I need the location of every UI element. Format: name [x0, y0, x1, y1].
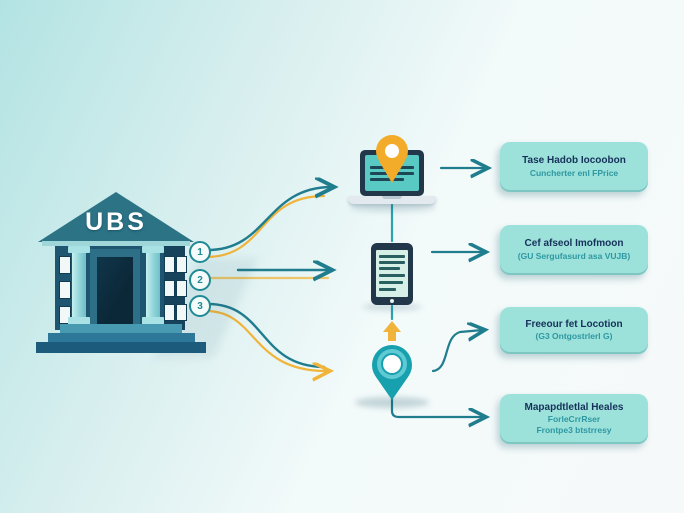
- window: [59, 256, 71, 274]
- bank-step: [60, 324, 182, 333]
- bank-column: [68, 246, 90, 253]
- bank-roof: UBS: [38, 192, 194, 242]
- connector-step3-yellow: [204, 309, 328, 371]
- bank-icon: UBS: [0, 0, 260, 380]
- laptop-shadow: [350, 203, 436, 212]
- pin-shadow: [355, 397, 429, 408]
- laptop-notch: [382, 196, 402, 199]
- info-box-3: Freeour fet Locotion (G3 Ontgostrlerl G): [500, 307, 648, 354]
- step-badge-1: 1: [189, 241, 211, 263]
- window: [164, 280, 175, 297]
- tablet-shadow: [362, 303, 422, 311]
- window: [176, 256, 187, 273]
- tablet-text-line: [379, 288, 396, 291]
- window: [176, 280, 187, 297]
- tablet-text-line: [379, 281, 403, 284]
- connector-step3-teal: [206, 302, 326, 369]
- window: [164, 256, 175, 273]
- bank-door: [97, 257, 133, 330]
- connector-pin-box4: [390, 396, 484, 417]
- info-box-1-subtitle: Cuncherter enl FPrice: [529, 167, 619, 178]
- info-box-2-subtitle: (GU Sergufasurd asa VUJB): [517, 250, 631, 261]
- step-badge-3-label: 3: [197, 300, 203, 312]
- bank-column: [72, 253, 86, 319]
- location-pin-icon: [372, 345, 412, 400]
- window: [164, 304, 175, 321]
- bank-eave: [42, 241, 190, 246]
- info-box-3-subtitle: (G3 Ontgostrlerl G): [535, 331, 613, 342]
- info-box-4: Mapapdtletlal Heales ForleCrrRser Frontp…: [500, 394, 648, 444]
- step-badge-1-label: 1: [197, 246, 203, 258]
- tablet-text-line: [379, 267, 400, 270]
- window: [59, 281, 71, 299]
- bank-name: UBS: [85, 208, 147, 236]
- tablet-text-line: [379, 261, 405, 264]
- bank-step: [48, 333, 195, 342]
- tablet-text-line: [379, 255, 405, 258]
- info-box-4-subtitle2: Frontpe3 btstrresy: [536, 425, 612, 436]
- info-box-1-title: Tase Hadob Iocoobon: [522, 155, 626, 167]
- connector-pin-box3: [431, 330, 483, 373]
- info-box-2-title: Cef afseol Imofmoon: [524, 238, 624, 250]
- info-box-4-title: Mapapdtletlal Heales: [524, 401, 624, 413]
- tablet-text-line: [379, 274, 405, 277]
- bank-column: [146, 253, 160, 319]
- connector-step1-yellow: [204, 194, 326, 259]
- bank-column: [68, 317, 90, 325]
- info-box-2: Cef afseol Imofmoon (GU Sergufasurd asa …: [500, 225, 648, 275]
- step-badge-2: 2: [189, 269, 211, 291]
- bank-column: [142, 317, 164, 325]
- step-badge-2-label: 2: [197, 274, 203, 286]
- connector-step1-teal: [206, 187, 332, 252]
- bank-step: [36, 342, 206, 353]
- step-badge-3: 3: [189, 295, 211, 317]
- tablet-home-button: [390, 299, 394, 303]
- info-box-3-title: Freeour fet Locotion: [525, 318, 623, 330]
- map-pin-yellow-icon: [376, 135, 408, 183]
- up-arrow-icon: [383, 321, 401, 341]
- bank-column: [142, 246, 164, 253]
- laptop-text-line: [370, 178, 404, 181]
- laptop-base: [348, 196, 436, 204]
- info-box-4-subtitle: ForleCrrRser: [547, 414, 601, 425]
- info-box-1: Tase Hadob Iocoobon Cuncherter enl FPric…: [500, 142, 648, 192]
- window: [176, 304, 187, 321]
